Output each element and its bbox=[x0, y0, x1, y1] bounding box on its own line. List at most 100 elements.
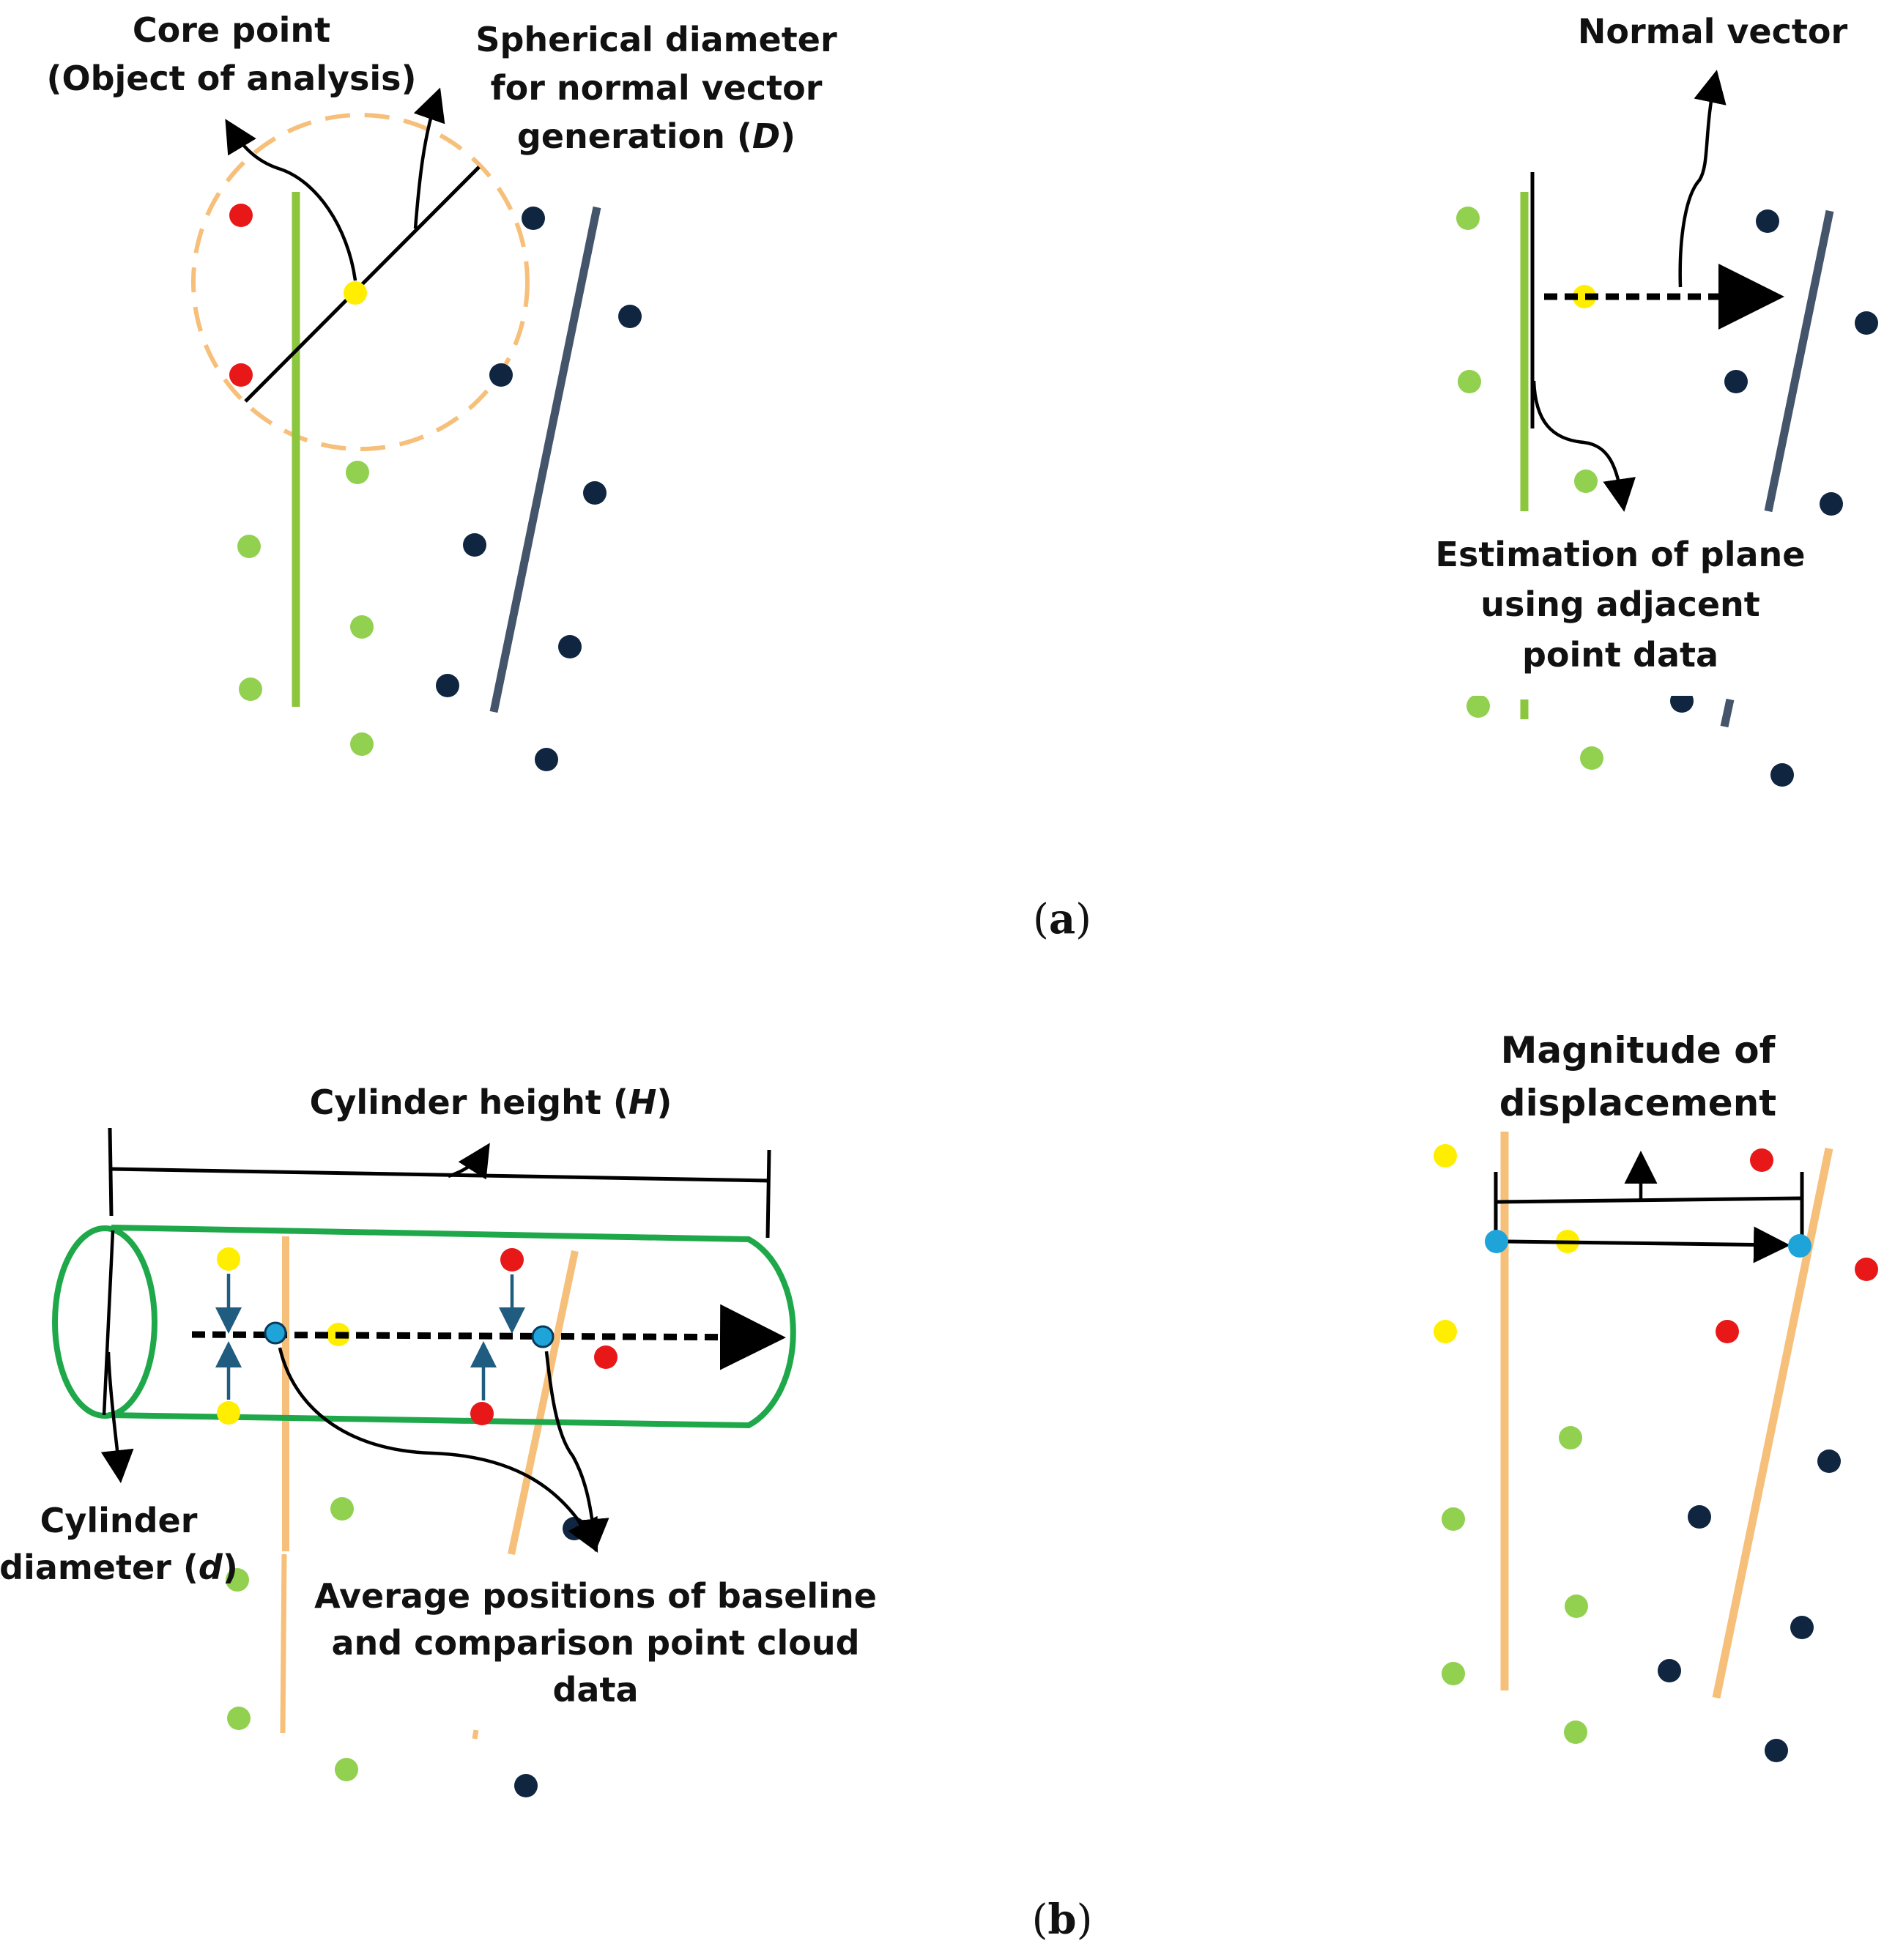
green-point bbox=[1442, 1507, 1465, 1531]
height-label-arrow bbox=[448, 1143, 490, 1180]
green-point bbox=[335, 1758, 358, 1781]
comparison-average-point bbox=[1788, 1234, 1811, 1258]
projection-axis-arrow bbox=[191, 1304, 786, 1370]
average-label-2: and comparison point cloud bbox=[331, 1623, 859, 1663]
dark-point bbox=[1756, 209, 1779, 233]
dark-point bbox=[1688, 1505, 1711, 1529]
cylinder-diameter-label-2: diameter (d) bbox=[0, 1548, 238, 1587]
orange-slant-line bbox=[508, 1250, 579, 1556]
green-point bbox=[227, 1707, 251, 1730]
magnitude-label-1: Magnitude of bbox=[1501, 1029, 1776, 1072]
yellow-point bbox=[217, 1401, 240, 1425]
dark-point bbox=[1855, 311, 1878, 335]
average-label-1: Average positions of baseline bbox=[314, 1576, 877, 1616]
dark-point bbox=[1817, 1449, 1841, 1473]
normal-vector-label: Normal vector bbox=[1578, 12, 1848, 51]
dark-point bbox=[1658, 1659, 1681, 1682]
plane-label-arrow bbox=[1532, 380, 1636, 512]
slate-plane-line-fragment bbox=[1720, 698, 1735, 728]
height-bar bbox=[111, 1167, 770, 1183]
sphere-label-1: Spherical diameter bbox=[475, 20, 837, 59]
green-point bbox=[1456, 207, 1480, 230]
green-point bbox=[350, 732, 374, 756]
green-point bbox=[350, 615, 374, 639]
green-point bbox=[1458, 370, 1481, 393]
cylinder-body bbox=[108, 1225, 796, 1429]
green-point bbox=[1559, 1426, 1582, 1449]
dark-point bbox=[522, 207, 545, 230]
core-point-arrow bbox=[225, 119, 357, 281]
sphere-arrow bbox=[413, 87, 445, 229]
red-point bbox=[500, 1248, 524, 1272]
red-point bbox=[229, 363, 253, 387]
label-background bbox=[300, 1567, 908, 1721]
dark-point bbox=[514, 1774, 538, 1797]
displacement-arrow bbox=[1507, 1226, 1790, 1263]
diameter-label-arrow bbox=[100, 1351, 134, 1483]
dark-point bbox=[1790, 1616, 1814, 1639]
cylinder-height-label: Cylinder height (H) bbox=[310, 1083, 672, 1122]
dark-point bbox=[436, 674, 459, 697]
dark-point bbox=[463, 533, 486, 557]
cylinder-diameter-label-1: Cylinder bbox=[40, 1501, 198, 1540]
dark-point bbox=[489, 363, 513, 387]
comparison-average-point bbox=[531, 1325, 555, 1348]
green-point bbox=[1580, 746, 1603, 770]
red-point bbox=[594, 1345, 618, 1369]
orange-fragment bbox=[472, 1729, 479, 1740]
green-point bbox=[1564, 1720, 1587, 1744]
green-point bbox=[226, 1568, 249, 1592]
yellow-point bbox=[217, 1247, 240, 1271]
average-label-3: data bbox=[553, 1670, 639, 1710]
average-label-arrow-1 bbox=[278, 1347, 598, 1553]
dark-point bbox=[558, 635, 582, 658]
green-point bbox=[239, 678, 262, 701]
dark-point bbox=[1770, 763, 1794, 787]
red-point bbox=[229, 204, 253, 227]
green-point bbox=[237, 535, 261, 558]
core-point bbox=[344, 281, 367, 305]
core-point bbox=[1573, 285, 1596, 308]
height-bar-right-tick bbox=[765, 1149, 771, 1239]
panel-b-left: Cylinder height (H) Cylinder diameter (d… bbox=[0, 1083, 908, 1797]
baseline-average-point bbox=[1485, 1230, 1508, 1253]
red-point bbox=[1716, 1320, 1739, 1343]
green-point bbox=[330, 1497, 354, 1521]
yellow-point bbox=[1434, 1320, 1457, 1343]
plane-label-1: Estimation of plane bbox=[1436, 535, 1806, 574]
green-point bbox=[346, 461, 369, 484]
sphere-label-3: generation (D) bbox=[517, 116, 796, 156]
magnitude-label-2: displacement bbox=[1499, 1082, 1776, 1124]
slate-plane-line bbox=[1764, 209, 1834, 513]
dark-point bbox=[618, 305, 642, 328]
caption-b: (b) bbox=[1032, 1896, 1093, 1944]
dark-point bbox=[1765, 1739, 1788, 1762]
slate-plane-line bbox=[489, 206, 601, 713]
panel-a-right: Normal vector Estimation of plane using … bbox=[1421, 12, 1878, 787]
core-point-label-1: Core point bbox=[133, 10, 330, 50]
sphere-label-2: for normal vector bbox=[491, 68, 823, 108]
label-background bbox=[1421, 520, 1817, 696]
cylinder-diameter-line bbox=[102, 1230, 115, 1416]
dark-point bbox=[583, 481, 607, 505]
normal-vector-label-arrow bbox=[1678, 70, 1727, 288]
dark-point bbox=[535, 748, 558, 771]
cylinder-end bbox=[52, 1225, 157, 1419]
caption-a: (a) bbox=[1033, 895, 1091, 943]
core-point-label-2: (Object of analysis) bbox=[46, 59, 416, 98]
panel-b-right: Magnitude of displacement bbox=[1434, 1029, 1878, 1762]
average-label-arrow-2 bbox=[544, 1351, 609, 1552]
red-point bbox=[1750, 1148, 1773, 1172]
baseline-average-point bbox=[264, 1321, 287, 1345]
green-point bbox=[1466, 694, 1490, 718]
plane-label-3: point data bbox=[1522, 635, 1718, 675]
yellow-point bbox=[1434, 1144, 1457, 1168]
dark-point bbox=[1724, 370, 1748, 393]
green-point bbox=[1565, 1595, 1588, 1618]
red-point bbox=[470, 1402, 494, 1425]
orange-line-lower bbox=[280, 1553, 287, 1734]
height-bar-left-tick bbox=[108, 1127, 114, 1217]
dark-point bbox=[1820, 492, 1843, 516]
plane-label-2: using adjacent bbox=[1480, 584, 1760, 624]
